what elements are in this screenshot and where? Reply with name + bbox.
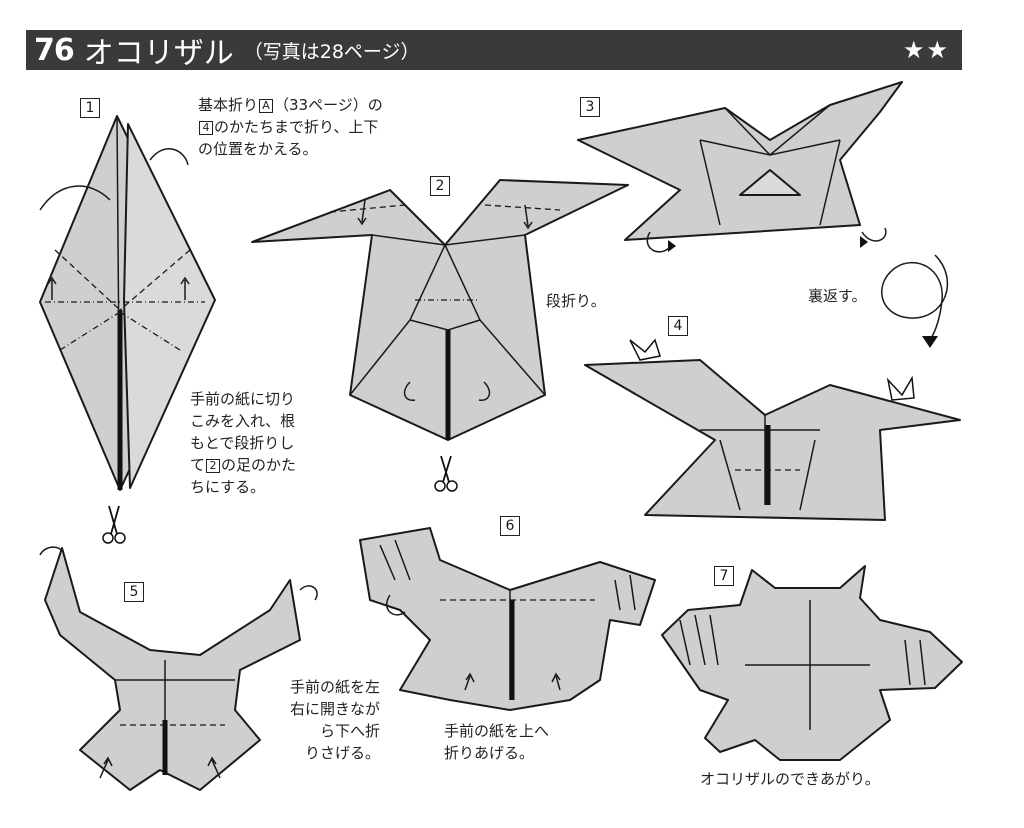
- step-number-5: 5: [124, 582, 144, 602]
- photo-reference: （写真は28ページ）: [243, 40, 420, 63]
- turn-over-arrow-icon: [880, 254, 949, 348]
- model-number: 76: [34, 32, 75, 68]
- step-number-6: 6: [500, 516, 520, 536]
- step-6-diagram: [359, 527, 656, 711]
- open-sink-icon: [886, 375, 915, 401]
- step-5-instruction: 手前の紙を左 右に開きなが ら下へ折 りさげる。: [289, 678, 380, 762]
- step-6-instruction: 手前の紙を上へ 折りあげる。: [444, 722, 550, 762]
- step-4-diagram: [584, 338, 961, 521]
- step-number-1: 1: [80, 98, 100, 118]
- title-bar: 76 オコリザル （写真は28ページ） ★★: [26, 30, 962, 71]
- step-number-4: 4: [668, 316, 688, 336]
- model-name: オコリザル: [83, 36, 234, 71]
- difficulty-stars: ★★: [902, 36, 950, 64]
- scissors-icon: [434, 455, 458, 492]
- step-number-2: 2: [430, 176, 450, 196]
- step-7-diagram: [661, 565, 963, 761]
- step-2-instruction: 段折り。: [546, 292, 606, 310]
- scissors-icon: [102, 505, 126, 544]
- step-number-3: 3: [580, 97, 600, 117]
- step-3-instruction: 裏返す。: [808, 287, 867, 305]
- open-sink-icon: [629, 338, 661, 361]
- finished-caption: オコリザルのできあがり。: [700, 770, 880, 788]
- step-number-7: 7: [714, 566, 734, 586]
- step-1-diagram: [39, 115, 216, 491]
- step-3-diagram: [577, 81, 903, 253]
- step-2-diagram: [251, 179, 629, 441]
- step-5-diagram: [39, 546, 318, 791]
